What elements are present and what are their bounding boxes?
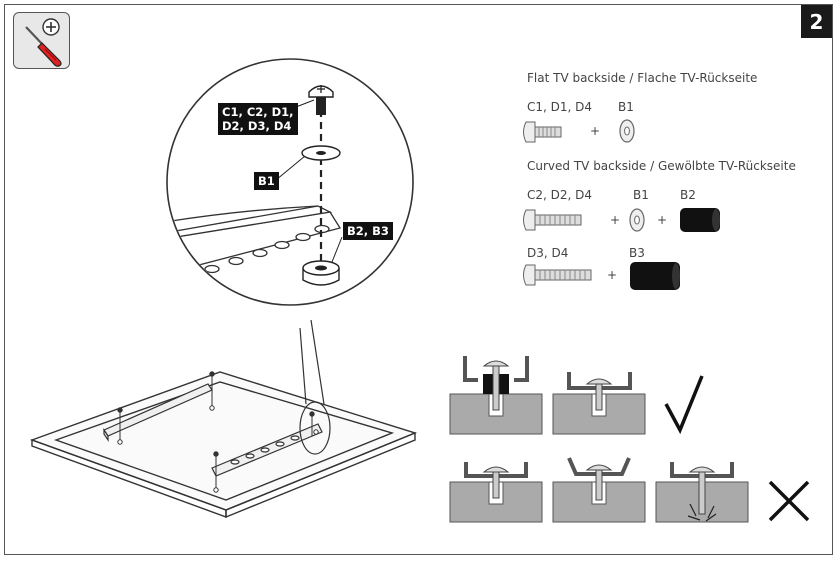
curved-row2-screw-label: D3, D4 — [527, 246, 569, 260]
curved-row2-spacer-label: B3 — [629, 246, 645, 260]
incorrect-example-1 — [449, 462, 543, 523]
plus-sign: + — [610, 213, 621, 227]
callout-spacer: B2, B3 — [343, 222, 393, 240]
curved-washer-part — [629, 208, 645, 232]
plus-sign: + — [590, 124, 601, 138]
zoom-connector-line — [310, 319, 325, 405]
curved-row1-screw-label: C2, D2, D4 — [527, 188, 593, 202]
detail-washer — [301, 145, 341, 161]
page-frame — [4, 4, 833, 555]
spacer-b2-part — [680, 208, 720, 232]
tool-box — [13, 12, 70, 69]
detail-spacer — [302, 260, 340, 286]
flat-heading: Flat TV backside / Flache TV-Rückseite — [527, 71, 758, 85]
right-bracket — [211, 423, 323, 477]
zoom-detail-circle — [166, 58, 414, 306]
step-number-badge: 2 — [801, 5, 832, 38]
curved-screw-part-1 — [523, 209, 582, 231]
detail-screw — [308, 85, 334, 115]
flat-washer-label: B1 — [618, 100, 634, 114]
checkmark-icon — [664, 375, 704, 435]
cross-icon — [768, 480, 810, 522]
flat-washer-part — [619, 119, 635, 143]
curved-row1-washer-label: B1 — [633, 188, 649, 202]
tv-panel — [29, 371, 418, 519]
correct-example-1 — [449, 356, 543, 435]
curved-row1-spacer-label: B2 — [680, 188, 696, 202]
plus-sign: + — [657, 213, 668, 227]
screwdriver-icon — [25, 18, 62, 67]
flat-screw-label: C1, D1, D4 — [527, 100, 593, 114]
zoom-marker — [299, 401, 331, 455]
correct-example-2 — [552, 372, 646, 435]
incorrect-example-3 — [655, 462, 749, 523]
callout-washer: B1 — [254, 172, 279, 190]
callout-screws: C1, C2, D1, D2, D3, D4 — [218, 103, 298, 135]
spacer-b3-part — [630, 262, 680, 290]
curved-screw-part-2 — [523, 264, 592, 286]
plus-sign: + — [607, 268, 618, 282]
panel-screws — [117, 371, 319, 493]
curved-heading: Curved TV backside / Gewölbte TV-Rücksei… — [527, 159, 796, 173]
incorrect-example-2 — [552, 457, 646, 523]
zoom-connector-line — [299, 327, 307, 405]
flat-screw-part — [523, 121, 562, 143]
